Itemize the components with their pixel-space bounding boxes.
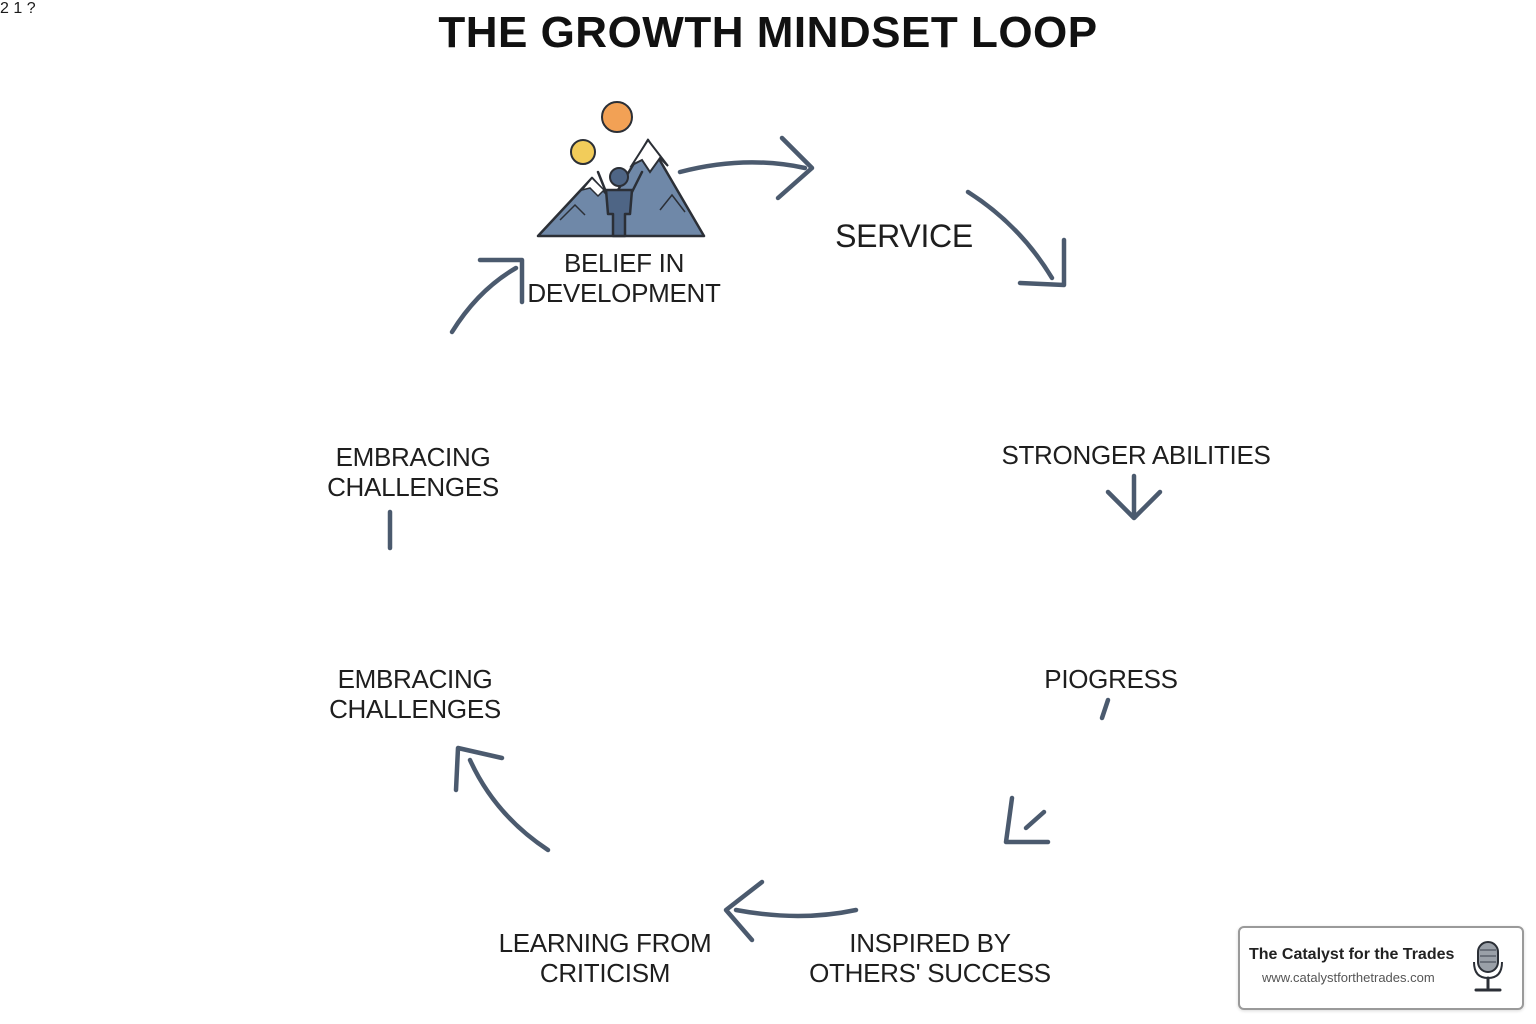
label-stronger-abilities: STRONGER ABILITIES [1001, 440, 1271, 470]
label-progress: PIOGRESS [1044, 664, 1178, 694]
arrow-belief-to-service [677, 135, 815, 201]
label-service: SERVICE [835, 218, 973, 254]
podium-number-2: 2 [0, 0, 9, 17]
arrow-inspired-to-learning [723, 879, 859, 943]
arrow-brain-to-belief [449, 257, 525, 335]
arrow-service-to-stronger [965, 189, 1067, 288]
arrow-progress-to-inspired [1003, 697, 1111, 845]
microphone-icon [1473, 941, 1503, 992]
arrow-stronger-to-progress [1105, 473, 1163, 521]
brand-badge[interactable]: The Catalyst for the Trades www.catalyst… [1238, 926, 1524, 1010]
badge-url: www.catalystforthetrades.com [1262, 970, 1435, 985]
lightbulb-speech-icon: ? [26, 0, 36, 17]
mountain-climber-icon [536, 101, 706, 238]
podium-number-1: 1 [13, 0, 23, 17]
diagram-title: THE GROWTH MINDSET LOOP [438, 8, 1098, 57]
arrow-learning-to-challenges [453, 745, 551, 853]
badge-title: The Catalyst for the Trades [1249, 946, 1455, 963]
